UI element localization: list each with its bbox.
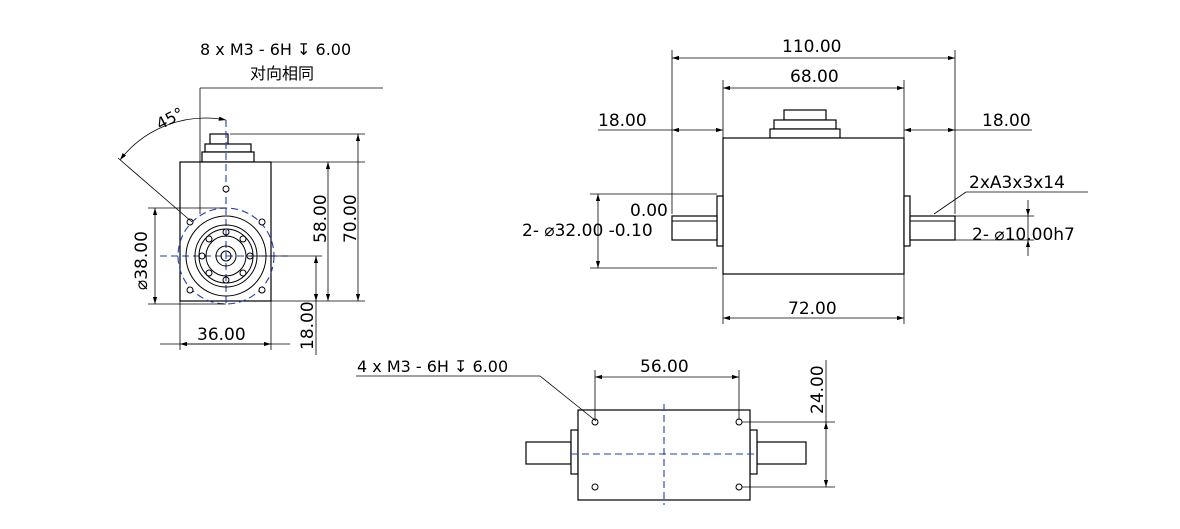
- mounting-holes: [186, 185, 266, 294]
- thread-note-sub: 对向相同: [250, 64, 314, 83]
- connector-side: [769, 109, 841, 139]
- dim-56: 56.00: [640, 357, 689, 377]
- bearing-balls: [198, 228, 254, 284]
- top-holes: [591, 418, 743, 491]
- shaft-right: [909, 215, 956, 241]
- dim-18-left: 18.00: [598, 111, 647, 131]
- dim-70: 70.00: [341, 194, 361, 243]
- dia-10-label: 2- ⌀10.00h7: [972, 225, 1075, 245]
- front-view: 8 x M3 - 6H ↧ 6.00 对向相同 45° ⌀38.00 58.00…: [117, 40, 383, 355]
- dim-58: 58.00: [311, 194, 331, 243]
- thread-note: 8 x M3 - 6H ↧ 6.00: [200, 40, 351, 59]
- dim-110: 110.00: [782, 37, 841, 57]
- tol-upper: 0.00: [630, 201, 668, 221]
- dim-18-front: 18.00: [298, 301, 318, 350]
- dim-18-right: 18.00: [982, 111, 1031, 131]
- top-view: 4 x M3 - 6H ↧ 6.00 56.00 24.00: [356, 357, 835, 505]
- dia-32-label: 2- ⌀32.00 -0.10: [522, 221, 653, 241]
- side-view: 110.00 68.00 18.00 18.00 72.00 0.00 2- ⌀…: [522, 37, 1088, 324]
- dim-68: 68.00: [790, 67, 839, 87]
- dim-72: 72.00: [788, 299, 837, 319]
- connector-top: [201, 133, 255, 163]
- key-note: 2xA3x3x14: [969, 173, 1065, 193]
- dia-38-label: ⌀38.00: [132, 231, 152, 290]
- top-thread-note: 4 x M3 - 6H ↧ 6.00: [357, 357, 508, 376]
- shaft-left: [671, 215, 718, 241]
- dim-36: 36.00: [197, 325, 246, 345]
- housing-side: [722, 137, 905, 275]
- dim-24: 24.00: [808, 365, 828, 414]
